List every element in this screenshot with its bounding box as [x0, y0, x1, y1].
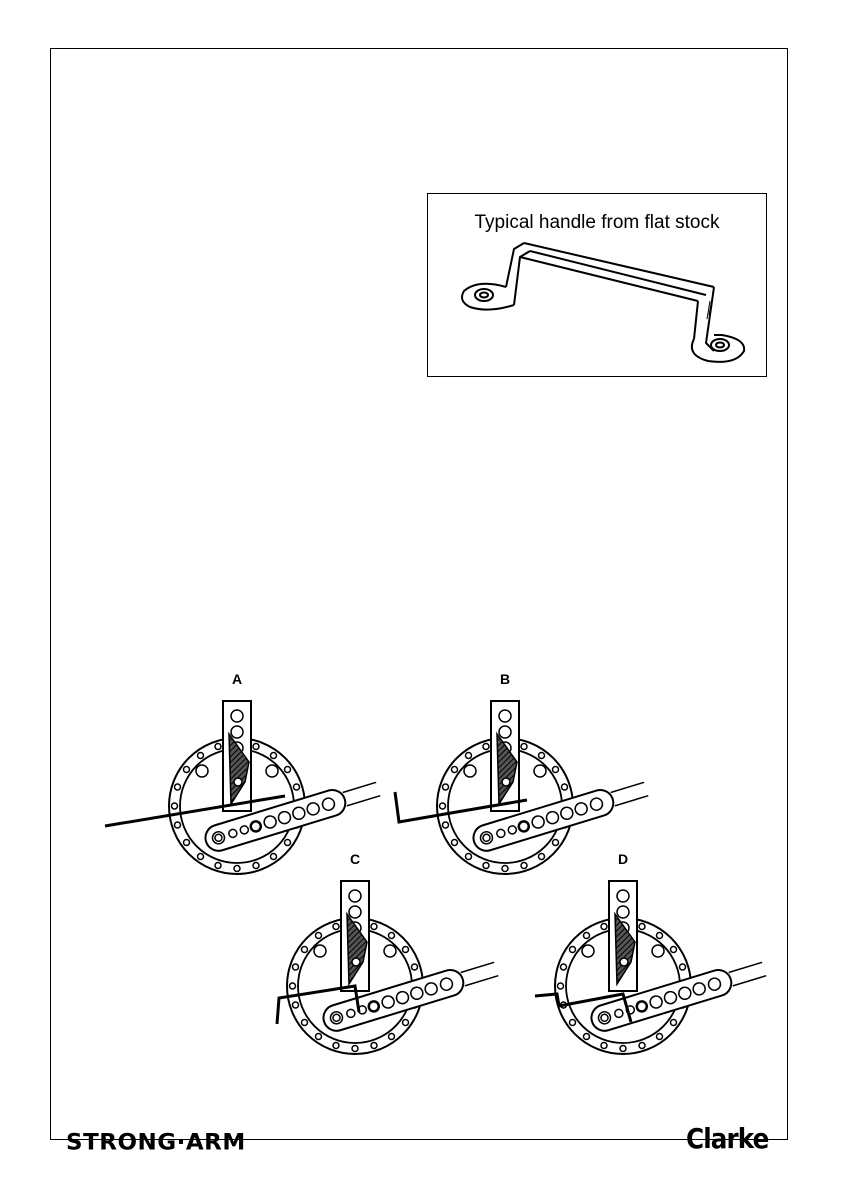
diagram-a-label: A: [232, 671, 242, 687]
diagram-c: C: [277, 851, 500, 1054]
strong-arm-logo: STRONG·ARM: [66, 1131, 246, 1156]
footer-rule-right: [443, 1139, 683, 1140]
diagram-b: B: [395, 671, 650, 874]
diagram-d: D: [535, 851, 768, 1054]
diagram-d-label: D: [618, 851, 628, 867]
diagram-c-label: C: [350, 851, 360, 867]
clarke-logo: Clarke: [686, 1122, 768, 1155]
diagram-b-label: B: [500, 671, 510, 687]
diagram-a: A: [105, 671, 382, 874]
